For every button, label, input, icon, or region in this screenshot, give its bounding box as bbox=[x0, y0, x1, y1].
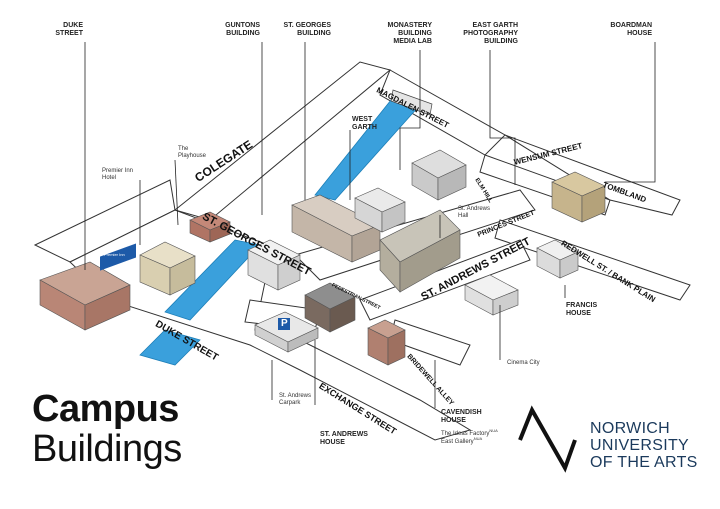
st-georges-building bbox=[291, 194, 381, 263]
label-st-andrews-house: ST. ANDREWS HOUSE bbox=[320, 431, 368, 446]
francis-house-building bbox=[536, 239, 579, 279]
st-andrews-carpark-building bbox=[254, 311, 319, 353]
label-ideas-factory: The Ideas FactoryNUA bbox=[441, 428, 498, 437]
label-st-andrews-hall: St. Andrews Hall bbox=[458, 206, 491, 219]
page-title-line1: Campus bbox=[32, 388, 179, 430]
brand-line1: NORWICH bbox=[590, 420, 671, 437]
label-francis-house: FRANCIS HOUSE bbox=[566, 302, 598, 317]
brand-line3: OF THE ARTS bbox=[590, 454, 698, 471]
west-garth-building bbox=[354, 187, 406, 233]
nua-n-logo-icon bbox=[518, 405, 577, 473]
label-duke-street: DUKE STREET bbox=[55, 22, 83, 37]
river-wensum bbox=[139, 94, 421, 366]
label-monastery-building: MONASTERY BUILDING MEDIA LAB bbox=[387, 22, 432, 45]
magdalen-bridge bbox=[390, 89, 433, 116]
hotel-sign-text: Premier Inn bbox=[104, 252, 125, 257]
label-premier-inn: Premier Inn Hotel bbox=[102, 168, 134, 181]
brand-line2: UNIVERSITY bbox=[590, 437, 690, 454]
st-andrews-house-building bbox=[304, 282, 356, 333]
label-east-gallery: East GalleryNUA bbox=[441, 436, 483, 445]
label-st-georges-building: ST. GEORGES BUILDING bbox=[283, 22, 331, 37]
label-boardman-house: BOARDMAN HOUSE bbox=[610, 22, 652, 37]
page-title-line2: Buildings bbox=[32, 428, 182, 470]
label-playhouse: The Playhouse bbox=[178, 146, 207, 159]
label-guntons-building: GUNTONS BUILDING bbox=[225, 22, 260, 37]
guntons-building bbox=[247, 239, 301, 291]
hotel-sign bbox=[100, 243, 136, 271]
cavendish-house-building bbox=[367, 319, 406, 366]
leader-lines bbox=[84, 42, 656, 408]
boardman-house-building bbox=[551, 171, 606, 223]
cinema-city-building bbox=[464, 274, 519, 316]
label-east-garth-building: EAST GARTH PHOTOGRAPHY BUILDING bbox=[463, 22, 518, 45]
label-cinema-city: Cinema City bbox=[507, 360, 540, 366]
label-st-andrews-carpark: St. Andrews Carpark bbox=[279, 393, 312, 406]
playhouse-building bbox=[189, 211, 231, 243]
car-park-sign-text: P bbox=[281, 318, 288, 329]
duke-street-building bbox=[39, 261, 131, 331]
label-west-garth: WEST GARTH bbox=[352, 116, 377, 131]
monastery-building bbox=[411, 149, 467, 201]
label-cavendish-house: CAVENDISH HOUSE bbox=[441, 409, 482, 424]
premier-inn-building bbox=[139, 241, 196, 296]
